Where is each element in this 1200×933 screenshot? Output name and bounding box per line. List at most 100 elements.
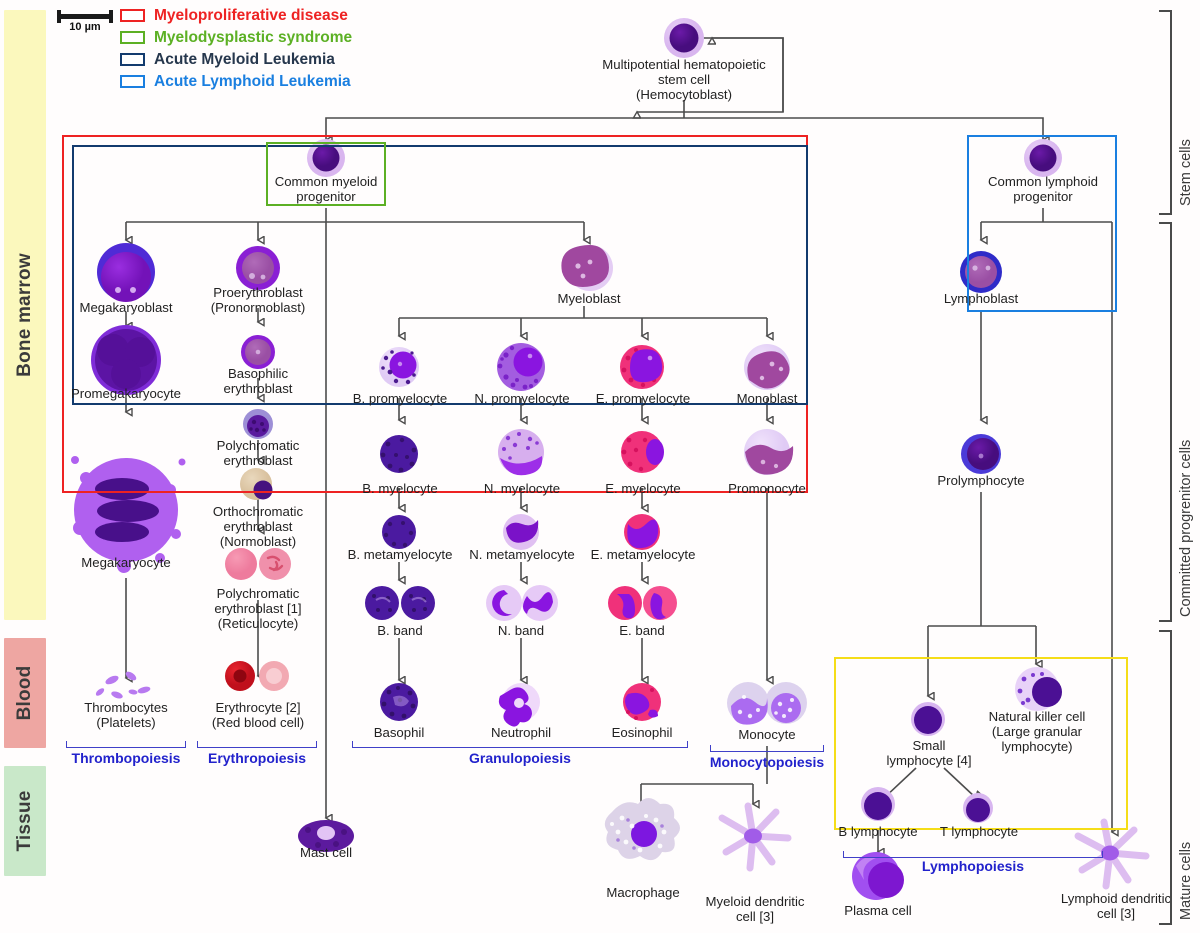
node-label-megakaryoblast: Megakaryoblast bbox=[79, 300, 173, 315]
node-label-prolymphocyte: Prolymphocyte bbox=[937, 473, 1025, 488]
legend-swatch-myelodysplastic bbox=[120, 31, 145, 44]
cell-graphic-plasma-cell bbox=[852, 852, 904, 900]
compartment-band-tissue: Tissue bbox=[4, 766, 46, 876]
node-promonocyte: Promonocyte bbox=[713, 481, 821, 497]
node-basophil: Basophil bbox=[349, 725, 449, 741]
node-label-eosinophil: Eosinophil bbox=[611, 725, 673, 740]
node-eosinophil: Eosinophil bbox=[592, 725, 692, 741]
node-label-monocyte: Monocyte bbox=[738, 727, 796, 742]
cell-graphic-prolymphocyte bbox=[961, 434, 1001, 474]
node-e-myelocyte: E. myelocyte bbox=[587, 481, 699, 497]
cell-graphic-lymphoblast bbox=[960, 251, 1002, 293]
legend-swatch-acute-lymphoid-leukemia bbox=[120, 75, 145, 88]
cell-graphic-orthochromatic-erythroblast bbox=[240, 468, 273, 500]
cell-graphic-e-metamyelocyte bbox=[624, 514, 660, 550]
cell-graphic-natural-killer-cell bbox=[1015, 667, 1062, 711]
cell-graphic-e-myelocyte bbox=[621, 431, 664, 473]
node-hsc: Multipotential hematopoietic stem cell (… bbox=[584, 57, 784, 102]
node-plasma-cell: Plasma cell bbox=[826, 903, 930, 919]
node-label-megakaryocyte: Megakaryocyte bbox=[81, 555, 171, 570]
node-label-myeloid-dendritic-cell: Myeloid dendritic cell [3] bbox=[705, 894, 805, 924]
stage-bracket-stem-cells bbox=[1159, 10, 1172, 215]
node-label-b-lymphocyte: B lymphocyte bbox=[838, 824, 918, 839]
node-label-plasma-cell: Plasma cell bbox=[844, 903, 912, 918]
node-label-b-promyelocyte: B. promyelocyte bbox=[352, 391, 448, 406]
cell-graphic-myeloblast bbox=[561, 244, 613, 291]
node-label-thrombocytes: Thrombocytes (Platelets) bbox=[84, 700, 168, 730]
node-label-promonocyte: Promonocyte bbox=[728, 481, 806, 496]
process-bracket-lymphopoiesis bbox=[843, 851, 1103, 858]
node-e-metamyelocyte: E. metamyelocyte bbox=[572, 547, 714, 563]
node-label-n-promyelocyte: N. promyelocyte bbox=[474, 391, 570, 406]
cell-graphic-monoblast bbox=[744, 344, 790, 390]
cell-graphic-polychromatic-erythroblast bbox=[243, 409, 273, 439]
node-label-e-band: E. band bbox=[619, 623, 665, 638]
cell-graphic-b-promyelocyte bbox=[379, 347, 419, 387]
stage-bracket-mature-cells bbox=[1159, 630, 1172, 925]
node-label-promegakaryocyte: Promegakaryocyte bbox=[71, 386, 181, 401]
cell-graphic-macrophage bbox=[604, 798, 680, 861]
node-prolymphocyte: Prolymphocyte bbox=[923, 473, 1039, 489]
node-n-myelocyte: N. myelocyte bbox=[466, 481, 578, 497]
cell-graphic-neutrophil bbox=[498, 683, 540, 727]
legend-item-acute-myeloid-leukemia: Acute Myeloid Leukemia bbox=[120, 49, 352, 70]
node-lymphoid-dendritic-cell: Lymphoid dendritic cell [3] bbox=[1046, 891, 1186, 922]
node-thrombocytes: Thrombocytes (Platelets) bbox=[63, 700, 189, 731]
cell-graphic-e-promyelocyte bbox=[620, 345, 664, 389]
cell-graphic-n-promyelocyte bbox=[497, 343, 545, 391]
cell-graphic-b-myelocyte bbox=[380, 435, 418, 473]
cell-graphic-promonocyte bbox=[744, 429, 794, 475]
cell-graphic-basophil bbox=[380, 683, 418, 721]
node-label-small-lymphocyte: Small lymphocyte [4] bbox=[886, 738, 972, 768]
node-t-lymphocyte: T lymphocyte bbox=[927, 824, 1031, 840]
node-basophilic-erythroblast: Basophilic erythroblast bbox=[198, 366, 318, 397]
cell-graphic-n-metamyelocyte bbox=[503, 514, 539, 550]
node-label-neutrophil: Neutrophil bbox=[490, 725, 552, 740]
legend-label-myeloproliferative: Myeloproliferative disease bbox=[154, 6, 348, 24]
compartment-band-bone-marrow: Bone marrow bbox=[4, 10, 46, 620]
node-label-n-band: N. band bbox=[497, 623, 545, 638]
cell-graphic-b-metamyelocyte bbox=[382, 515, 416, 549]
cell-graphic-hsc bbox=[664, 18, 704, 58]
node-label-e-metamyelocyte: E. metamyelocyte bbox=[590, 547, 696, 562]
process-bracket-granulopoiesis bbox=[352, 741, 688, 748]
node-label-natural-killer-cell: Natural killer cell (Large granular lymp… bbox=[988, 709, 1086, 754]
cell-graphic-reticulocyte bbox=[225, 548, 291, 580]
process-bracket-erythropoiesis bbox=[197, 741, 317, 748]
compartment-band-blood: Blood bbox=[4, 638, 46, 748]
node-neutrophil: Neutrophil bbox=[471, 725, 571, 741]
node-orthochromatic-erythroblast: Orthochromatic erythroblast (Normoblast) bbox=[192, 504, 324, 549]
node-megakaryoblast: Megakaryoblast bbox=[56, 300, 196, 316]
node-reticulocyte: Polychromatic erythroblast [1] (Reticulo… bbox=[192, 586, 324, 631]
node-label-t-lymphocyte: T lymphocyte bbox=[939, 824, 1019, 839]
stage-label-mature-cells: Mature cells bbox=[1178, 841, 1194, 920]
node-label-b-band: B. band bbox=[377, 623, 423, 638]
node-label-e-promyelocyte: E. promyelocyte bbox=[595, 391, 691, 406]
cell-graphic-megakaryocyte bbox=[71, 456, 186, 573]
legend-swatch-myeloproliferative bbox=[120, 9, 145, 22]
node-myeloblast: Myeloblast bbox=[524, 291, 654, 307]
node-b-promyelocyte: B. promyelocyte bbox=[338, 391, 462, 407]
cell-graphic-erythrocyte bbox=[225, 661, 289, 691]
node-label-common-lymphoid-progenitor: Common lymphoid progenitor bbox=[988, 174, 1098, 204]
node-polychromatic-erythroblast: Polychromatic erythroblast bbox=[196, 438, 320, 469]
node-label-erythrocyte: Erythrocyte [2] (Red blood cell) bbox=[211, 700, 305, 730]
cell-graphic-myeloid-dendritic-cell bbox=[718, 802, 792, 872]
cell-graphic-b-lymphocyte bbox=[861, 787, 895, 821]
node-erythrocyte: Erythrocyte [2] (Red blood cell) bbox=[196, 700, 320, 731]
scale-bar: 10 µm bbox=[57, 10, 113, 33]
cell-graphic-b-band bbox=[365, 586, 435, 620]
node-lymphoblast: Lymphoblast bbox=[928, 291, 1034, 307]
node-label-reticulocyte: Polychromatic erythroblast [1] (Reticulo… bbox=[214, 586, 302, 631]
node-natural-killer-cell: Natural killer cell (Large granular lymp… bbox=[968, 709, 1106, 754]
cell-graphic-mast-cell bbox=[298, 820, 354, 852]
stage-bracket-committed-progenitor-cells bbox=[1159, 222, 1172, 622]
node-label-myeloblast: Myeloblast bbox=[557, 291, 621, 306]
cell-graphic-megakaryoblast bbox=[97, 243, 155, 302]
node-label-common-myeloid-progenitor: Common myeloid progenitor bbox=[274, 174, 378, 204]
process-label-thrombopoiesis: Thrombopoiesis bbox=[71, 750, 181, 766]
legend: Myeloproliferative disease Myelodysplast… bbox=[120, 5, 352, 93]
node-label-macrophage: Macrophage bbox=[606, 885, 680, 900]
